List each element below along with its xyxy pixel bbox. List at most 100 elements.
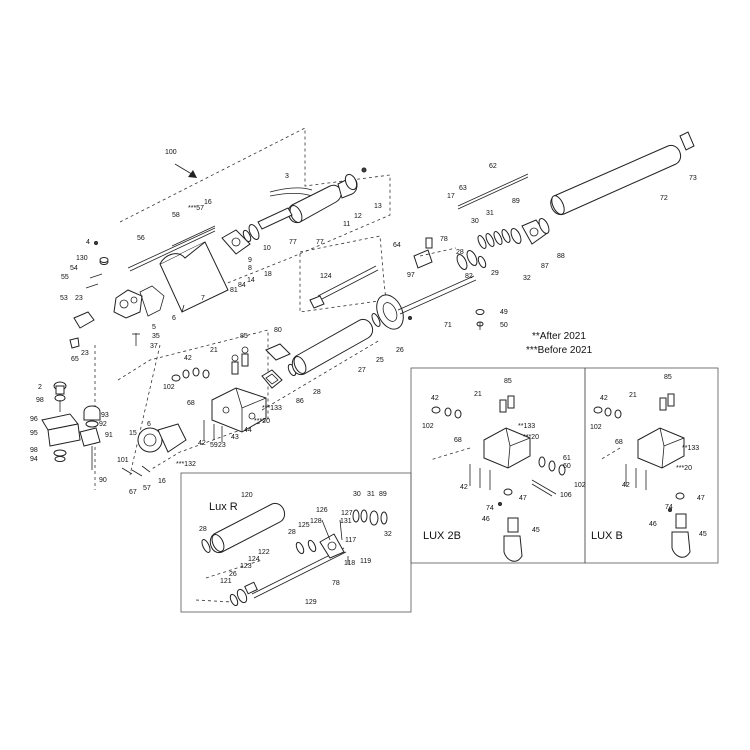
callout-c43a: 43 <box>231 434 239 441</box>
callout-c42b: 42 <box>198 440 206 447</box>
callout-c17: 17 <box>447 193 455 200</box>
callout-c21a: 21 <box>210 347 218 354</box>
callout-c58: 58 <box>172 212 180 219</box>
callout-c117: 117 <box>345 537 356 544</box>
callout-c20c: ***20 <box>676 465 692 472</box>
callout-c29: 29 <box>491 270 499 277</box>
lux-2b-drawing <box>429 395 566 562</box>
callout-c47a: 47 <box>519 495 527 502</box>
callout-c102a: 102 <box>163 384 175 391</box>
callout-c121: 121 <box>220 578 232 585</box>
lux-r-title: Lux R <box>209 501 238 513</box>
callout-c85c: 85 <box>664 374 672 381</box>
callout-c72: 72 <box>660 195 668 202</box>
lux-b-drawing <box>593 393 691 558</box>
callout-c44a: 44 <box>244 427 252 434</box>
callout-c122: 122 <box>258 549 270 556</box>
callout-c89: 89 <box>512 198 520 205</box>
callout-c55: 55 <box>61 274 69 281</box>
callout-c46a: 46 <box>482 516 490 523</box>
callout-c65: 65 <box>71 356 79 363</box>
callout-c96: 96 <box>30 416 38 423</box>
callout-c54: 54 <box>70 265 78 272</box>
callout-c64: 64 <box>393 242 401 249</box>
callout-c87: 87 <box>541 263 549 270</box>
callout-c128: 128 <box>310 518 322 525</box>
callout-c93: 93 <box>101 412 109 419</box>
callout-c6a: 6 <box>172 315 176 322</box>
callout-c73: 73 <box>689 175 697 182</box>
callout-c28c: 28 <box>199 526 207 533</box>
callout-c10: 10 <box>263 245 271 252</box>
callout-c62: 62 <box>489 163 497 170</box>
callout-c32b: 32 <box>384 531 392 538</box>
note-after-2021: **After 2021 <box>532 331 586 342</box>
callout-c45b: 45 <box>699 531 707 538</box>
callout-c35: 35 <box>152 333 160 340</box>
callout-c42d: 42 <box>460 484 468 491</box>
callout-c18: 18 <box>264 271 272 278</box>
callout-c85b: 85 <box>504 378 512 385</box>
callout-c60: 60 <box>563 463 571 470</box>
callout-c98a: 98 <box>36 397 44 404</box>
callout-c21b: 21 <box>474 391 482 398</box>
callout-c28a: 28 <box>456 249 464 256</box>
note-before-2021: ***Before 2021 <box>526 345 593 356</box>
callout-c74b: 74 <box>665 504 673 511</box>
callout-c46b: 46 <box>649 521 657 528</box>
callout-c132: ***132 <box>176 461 196 468</box>
callout-c61: 61 <box>563 455 571 462</box>
callout-c47b: 47 <box>697 495 705 502</box>
callout-c71: 71 <box>444 322 452 329</box>
callout-c23b: 23 <box>81 350 89 357</box>
callout-c11: 11 <box>343 221 350 228</box>
callout-c49: 49 <box>500 309 508 316</box>
callout-c63: 63 <box>459 185 467 192</box>
callout-c102b: 102 <box>422 423 434 430</box>
callout-c78b: 78 <box>332 580 340 587</box>
callout-c8: 8 <box>248 265 252 272</box>
callout-c26: 26 <box>396 347 404 354</box>
callout-c130: 130 <box>76 255 88 262</box>
callout-c123: 123 <box>240 563 252 570</box>
callout-c6b: 6 <box>147 421 151 428</box>
callout-c77b: 77 <box>316 239 324 246</box>
callout-c42c: 42 <box>431 395 439 402</box>
callout-c95: 95 <box>30 430 38 437</box>
callout-c92: 92 <box>99 421 107 428</box>
callout-c125: 125 <box>298 522 310 529</box>
callout-c78a: 78 <box>440 236 448 243</box>
callout-c31: 31 <box>486 210 494 217</box>
callout-c42a: 42 <box>184 355 192 362</box>
callout-c89b: 89 <box>379 491 387 498</box>
callout-c14: 14 <box>247 277 255 284</box>
callout-c133c: **133 <box>682 445 699 452</box>
callout-c97: 97 <box>407 272 415 279</box>
callout-c32: 32 <box>523 275 531 282</box>
callout-c100: 100 <box>165 149 177 156</box>
lux-b-inset-frame <box>584 367 719 564</box>
callout-c20b: ***20 <box>523 434 539 441</box>
callout-c84: 84 <box>238 282 246 289</box>
callout-c67: 67 <box>129 489 137 496</box>
callout-c25: 25 <box>376 357 384 364</box>
callout-c133b: **133 <box>518 423 535 430</box>
callout-c94: 94 <box>30 456 38 463</box>
callout-c15: 15 <box>129 430 137 437</box>
callout-c42f: 42 <box>622 482 630 489</box>
callout-c28d: 28 <box>288 529 296 536</box>
callout-c53: 53 <box>60 295 68 302</box>
callout-c5: 5 <box>152 324 156 331</box>
callout-c85a: 85 <box>240 333 248 340</box>
callout-c129: 129 <box>305 599 317 606</box>
callout-c133a: ***133 <box>262 405 282 412</box>
callout-c45a: 45 <box>532 527 540 534</box>
callout-c12: 12 <box>354 213 362 220</box>
callout-c16b: 16 <box>158 478 166 485</box>
callout-c37: 37 <box>150 343 158 350</box>
callout-c124a: 124 <box>320 273 332 280</box>
callout-c59a: 59 <box>210 442 218 449</box>
lux-2b-title: LUX 2B <box>423 530 461 542</box>
